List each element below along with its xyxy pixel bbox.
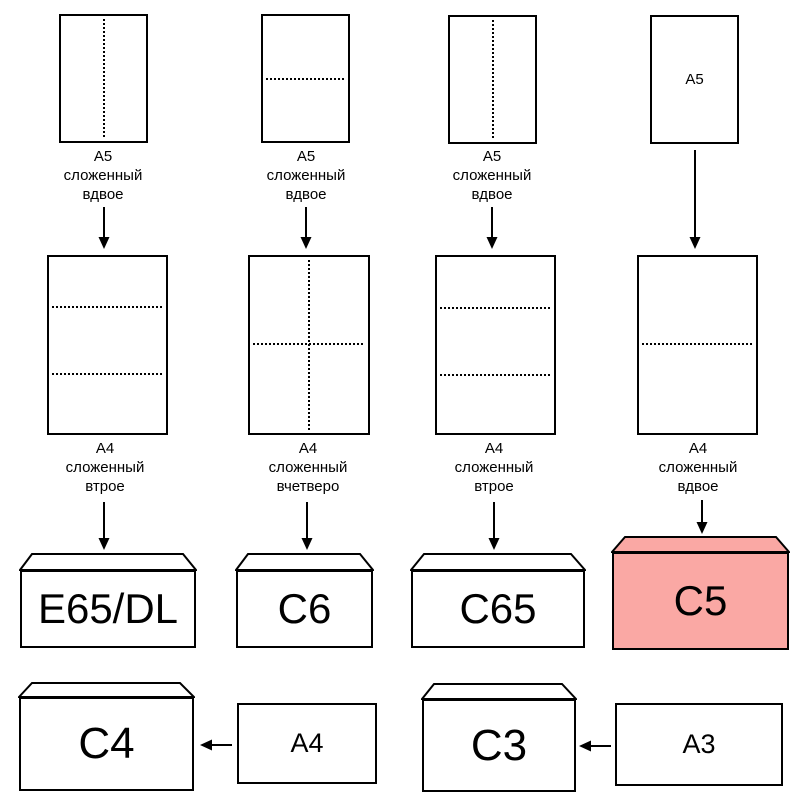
caption-line: вдвое	[471, 186, 513, 203]
envelope-c3: C3	[422, 699, 576, 792]
caption-line: сложенный	[63, 167, 143, 184]
caption-line: сложенный	[65, 459, 145, 476]
caption-line: вчетверо	[276, 478, 340, 495]
caption-line: вдвое	[285, 186, 327, 203]
paper-a5-vertical-fold-1	[59, 14, 148, 143]
envelope-c65: C65	[411, 570, 585, 648]
arrow-down-icon	[488, 502, 500, 550]
source-a4-label: A4	[290, 728, 324, 758]
caption-a4-folded-4: A4 сложенный вдвое	[659, 439, 738, 496]
arrow-down-icon	[689, 150, 701, 249]
paper-a4-quarters	[248, 255, 370, 435]
arrow-down-icon	[98, 207, 110, 249]
envelope-c6-label: C6	[277, 585, 332, 632]
caption-line: сложенный	[658, 459, 738, 476]
caption-line: вдвое	[677, 478, 719, 495]
envelope-c5-highlighted: C5	[612, 552, 789, 650]
caption-line: вдвое	[82, 186, 124, 203]
paper-a4-half	[637, 255, 758, 435]
caption-a5-folded-1: A5 сложенный вдвое	[64, 147, 143, 204]
fold-line-horizontal	[642, 343, 753, 345]
envelope-c5-label: C5	[673, 577, 728, 624]
source-sheet-a3: A3	[615, 703, 783, 786]
caption-line: A4	[95, 440, 115, 457]
envelope-flap	[410, 553, 586, 571]
arrow-down-icon	[696, 500, 708, 534]
envelope-e65dl-label: E65/DL	[37, 585, 179, 632]
caption-a4-folded-2: A4 сложенный вчетверо	[269, 439, 348, 496]
caption-a5-folded-2: A5 сложенный вдвое	[267, 147, 346, 204]
envelope-flap	[421, 683, 577, 700]
caption-line: A4	[298, 440, 318, 457]
caption-line: сложенный	[266, 167, 346, 184]
caption-a4-folded-3: A4 сложенный втрое	[455, 439, 534, 496]
arrow-down-icon	[300, 207, 312, 249]
caption-line: втрое	[474, 478, 514, 495]
arrow-left-icon	[579, 740, 611, 752]
caption-line: A5	[296, 148, 316, 165]
fold-line-horizontal	[52, 373, 163, 375]
caption-line: втрое	[85, 478, 125, 495]
fold-line-horizontal	[266, 78, 345, 80]
caption-a5-folded-3: A5 сложенный вдвое	[453, 147, 532, 204]
paper-a4-thirds-2	[435, 255, 556, 435]
fold-line-horizontal	[440, 307, 551, 309]
paper-a5-vertical-fold-2	[448, 15, 537, 144]
caption-a4-folded-1: A4 сложенный втрое	[66, 439, 145, 496]
envelope-c3-label: C3	[470, 720, 528, 770]
paper-a4-thirds-1	[47, 255, 168, 435]
fold-line-horizontal	[52, 306, 163, 308]
caption-line: A5	[482, 148, 502, 165]
arrow-down-icon	[486, 207, 498, 249]
envelope-flap	[18, 682, 195, 698]
caption-line: сложенный	[268, 459, 348, 476]
envelope-c6: C6	[236, 570, 373, 648]
envelope-flap	[235, 553, 374, 571]
caption-line: A4	[484, 440, 504, 457]
source-a3-label: A3	[682, 729, 716, 759]
fold-line-vertical	[308, 260, 310, 430]
paper-a5-horizontal-fold	[261, 14, 350, 143]
envelope-c65-label: C65	[459, 585, 537, 632]
paper-a5-plain: A5	[650, 15, 739, 144]
source-sheet-a4: A4	[237, 703, 377, 784]
caption-line: сложенный	[452, 167, 532, 184]
fold-line-vertical	[103, 19, 105, 138]
caption-line: сложенный	[454, 459, 534, 476]
caption-line: A4	[688, 440, 708, 457]
fold-line-vertical	[492, 20, 494, 139]
arrow-left-icon	[200, 739, 232, 751]
fold-line-horizontal	[253, 343, 365, 345]
arrow-down-icon	[98, 502, 110, 550]
arrow-down-icon	[301, 502, 313, 550]
envelope-e65dl: E65/DL	[20, 570, 196, 648]
envelope-c4: C4	[19, 697, 194, 791]
caption-line: A5	[93, 148, 113, 165]
paper-a5-label: A5	[685, 71, 704, 88]
envelope-flap-highlighted	[611, 536, 790, 553]
envelope-c4-label: C4	[78, 719, 135, 768]
fold-line-horizontal	[440, 374, 551, 376]
envelope-flap	[19, 553, 197, 571]
